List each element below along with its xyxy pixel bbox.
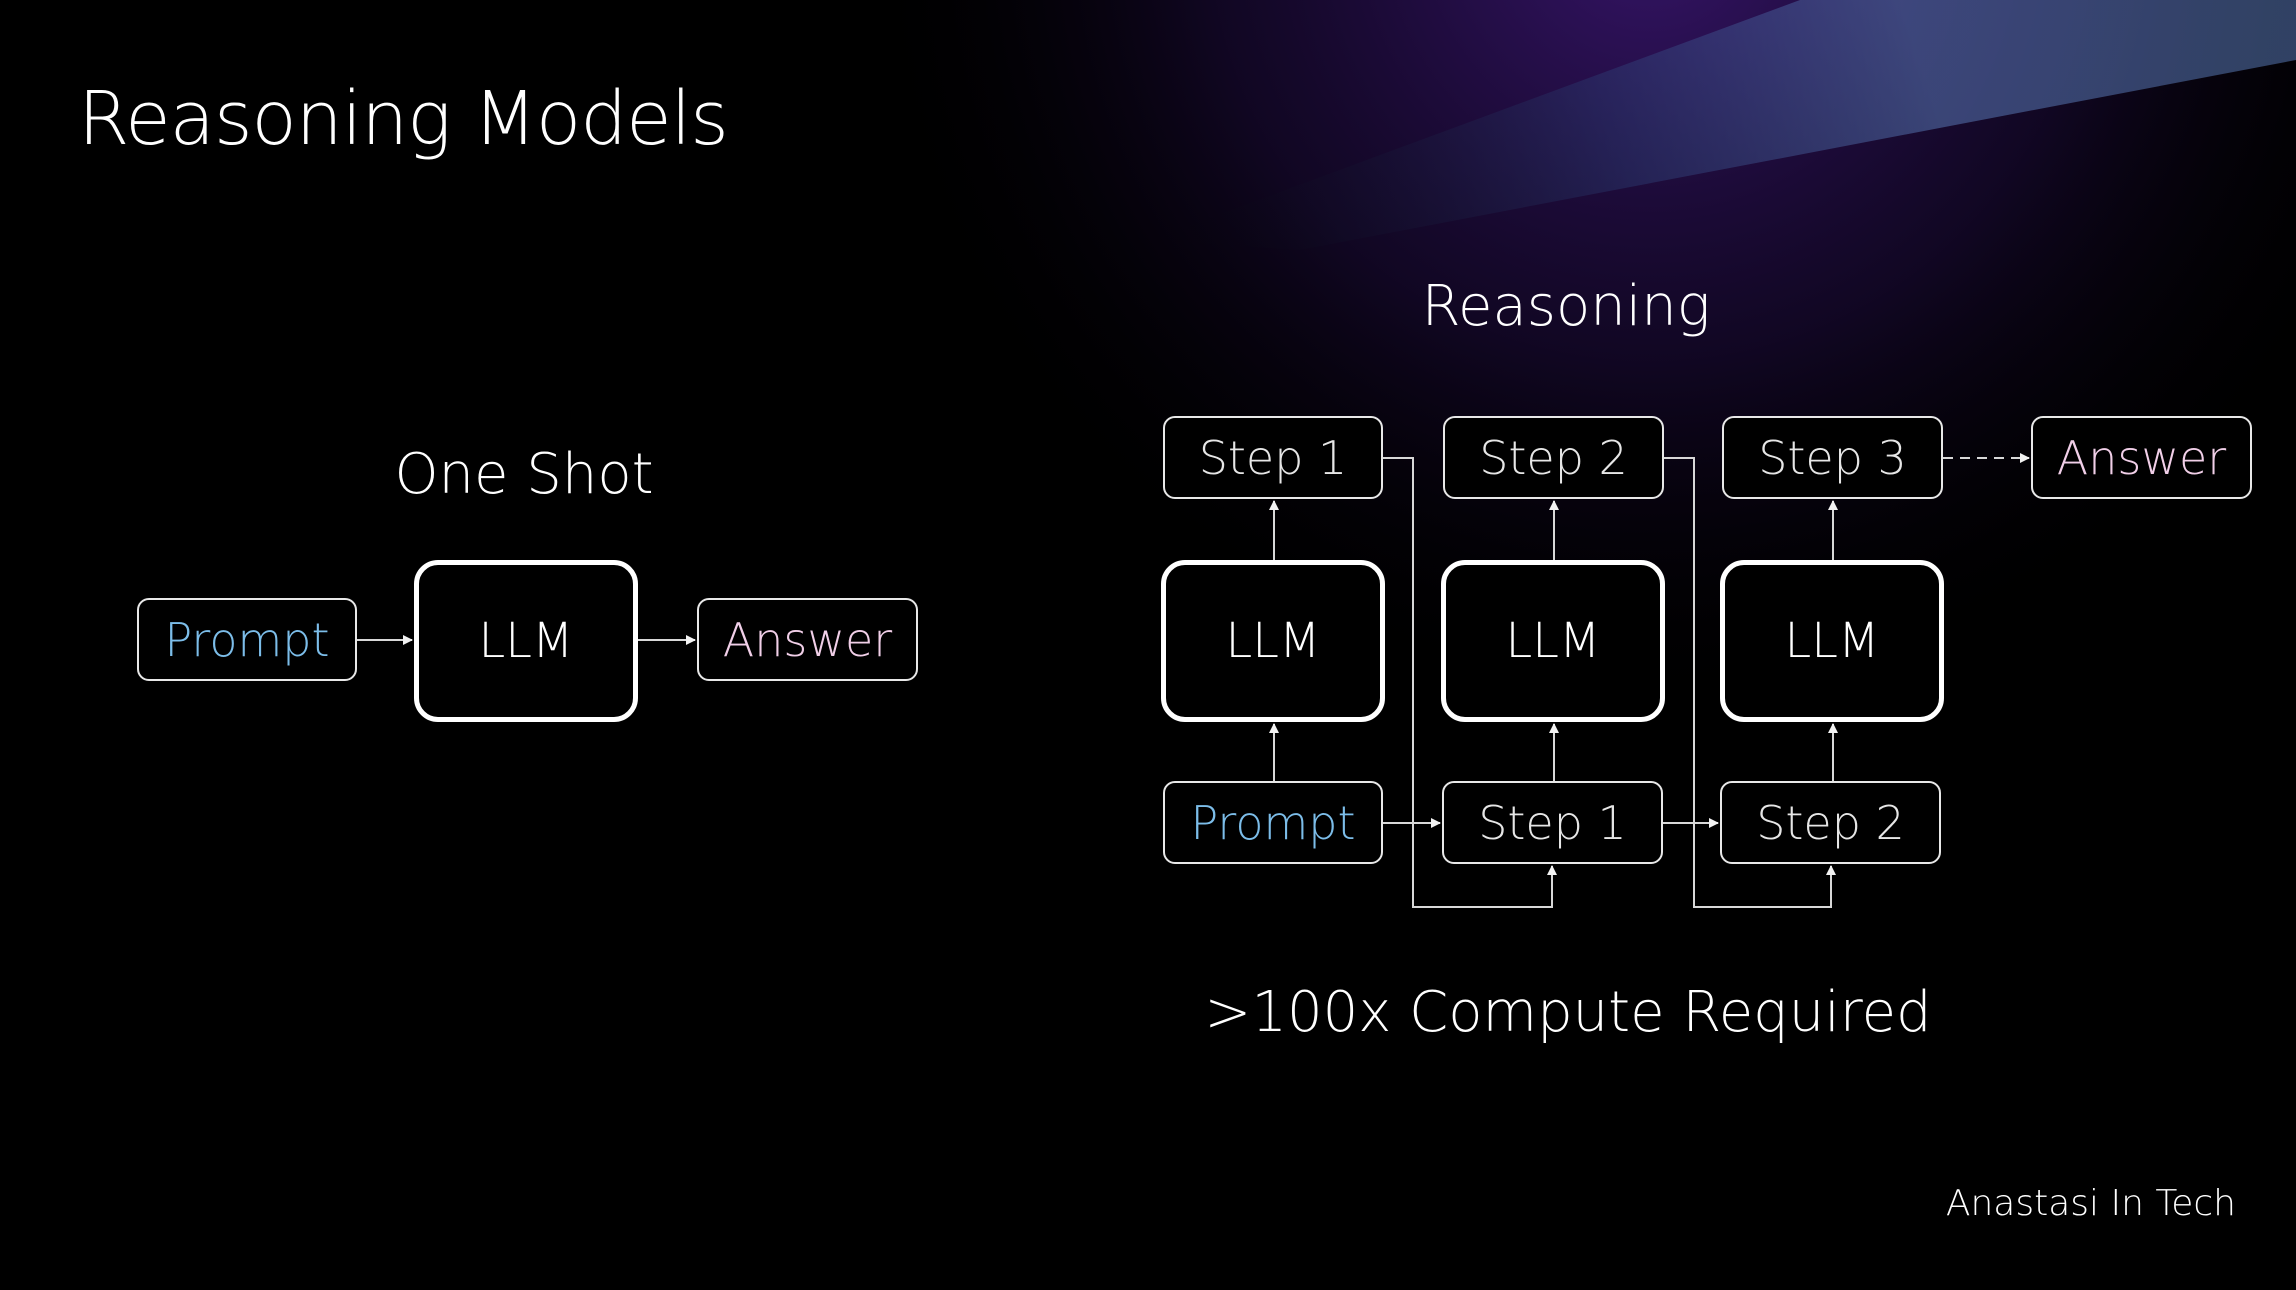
reasoning-llm-1-box: LLM [1161,560,1385,722]
footer-credit: Anastasi In Tech [1945,1183,2236,1224]
input-step-2-box: Step 2 [1720,781,1941,864]
loop-output-step2-to-input-step2 [1664,457,1836,908]
output-step-2-box: Step 2 [1443,416,1664,499]
output-step-1-box: Step 1 [1163,416,1383,499]
slide-title: Reasoning Models [78,76,729,162]
loop-output-step1-to-input-step1 [1383,457,1557,908]
input-step-1-box: Step 1 [1442,781,1663,864]
output-step-3-box: Step 3 [1722,416,1943,499]
one-shot-prompt-box: Prompt [137,598,357,681]
one-shot-heading: One Shot [394,442,654,507]
input-prompt-box: Prompt [1163,781,1383,864]
one-shot-llm-box: LLM [414,560,638,722]
one-shot-answer-box: Answer [697,598,918,681]
reasoning-llm-3-box: LLM [1720,560,1944,722]
reasoning-llm-2-box: LLM [1441,560,1665,722]
compute-note: >100x Compute Required [1204,980,1932,1045]
reasoning-heading: Reasoning [1421,274,1711,339]
reasoning-answer-box: Answer [2031,416,2252,499]
